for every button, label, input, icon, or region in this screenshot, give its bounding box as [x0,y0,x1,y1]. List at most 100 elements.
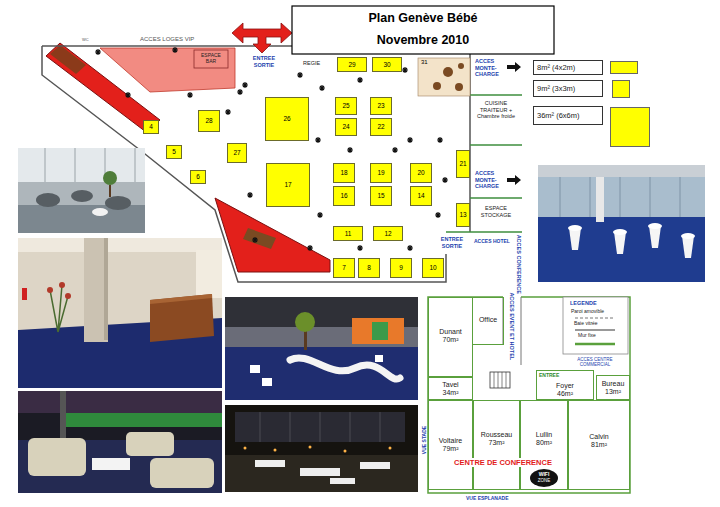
photo-night-lounge [344,450,347,453]
conference-room: Bureau 13m² [596,375,630,400]
stand-box: 6 [190,170,206,184]
photo-reception [65,293,71,299]
legend-text: 36m² (6x6m) [533,106,603,125]
node-text: Calvin 81m² [584,433,614,449]
stand-box: 14 [410,186,432,206]
photo-night-lounge [274,449,277,452]
photo-night-lounge [244,447,247,450]
plan-date: Novembre 2010 [292,33,554,48]
node-text: Bureau 13m² [598,380,628,396]
stand-box: 10 [422,258,444,278]
conference-room: Rousseau 73m² [473,400,520,490]
photo-event-hall [569,228,581,250]
stand-box: 20 [410,163,432,183]
node-text: 23 [377,102,384,109]
stand-box: 24 [335,118,357,136]
photo-night-lounge [309,446,312,449]
conference-plan [530,469,558,487]
photo-stadium-lounge [18,391,222,493]
light-fixture [442,177,448,183]
photo-stadium-lounge [92,458,130,470]
node-text: 18 [340,169,347,176]
node-text: Rousseau 73m² [479,431,515,447]
light-fixture [237,89,243,95]
photo-event-hall [596,177,604,222]
photo-night-lounge [235,412,405,442]
node-text: 14 [417,192,424,199]
node-text: Dunant 70m² [436,328,466,344]
photo-reception [84,238,108,342]
access-label: ACCES EVENT ET HOTEL [509,290,516,362]
photo-stadium-lounge [60,391,66,441]
floor-plan [46,43,160,132]
legend-line-sample [575,343,615,346]
area-label: REGIE [303,60,320,67]
photo-hall [375,355,383,362]
node-text: 31 [421,59,428,66]
light-fixture [392,147,398,153]
node-text: Tavel 34m² [436,381,466,397]
light-fixture [95,47,448,251]
node-text: 9 [399,264,403,271]
light-fixture [225,109,231,115]
light-fixture [297,72,303,78]
entrance-label: ENTREE SORTIE [244,55,284,68]
photo-event-hall [538,165,705,282]
photo-stadium-lounge [18,391,222,493]
access-label: ACCES CENTRE COMMERCIAL [572,357,618,368]
light-fixture [252,237,258,243]
light-fixture [407,137,413,143]
photo-hall [225,297,418,400]
stand-box: 17 [266,163,310,207]
photo-event-hall [682,236,694,258]
view-label: VUE STADE [421,415,427,465]
access-label: ACCES HOTEL [474,238,510,244]
conference-plan [428,297,630,493]
stand-box: 23 [370,97,392,115]
light-fixture [315,137,321,143]
node-text: 4 [149,123,153,130]
wifi-label: WIFI [532,471,556,477]
floor-plan [443,67,453,77]
stand-box: 4 [143,120,159,134]
photo-lounge [71,190,93,202]
photo-lounge [105,196,131,210]
node-text: 15 [377,192,384,199]
node-text: 5 [172,148,176,155]
light-fixture [437,137,443,143]
photo-night-lounge [389,447,392,450]
node-text: 10 [429,264,436,271]
light-fixture [407,245,413,251]
wifi-label: ZONE [532,478,556,483]
legend-heading: LEGENDE [570,300,597,307]
photo-reception [47,287,53,293]
node-text: 7 [342,264,346,271]
entrance-arrow [232,23,292,53]
legend-line-sample [575,318,615,319]
node-text: Lullin 80m² [529,431,559,447]
floor-plan [100,48,235,92]
photo-reception [104,238,108,340]
stand-box: 9 [390,258,412,278]
photo-reception [50,285,68,332]
floor-plan [243,228,276,249]
stand-box: 12 [373,226,403,241]
photo-reception [22,288,27,300]
node-text: 16 [340,192,347,199]
photo-stadium-lounge [18,391,222,413]
floor-plan [418,58,470,96]
node-text: 19 [377,169,384,176]
legend-swatch [610,107,650,147]
node-text: 8 [367,264,371,271]
photo-event-hall [613,229,627,235]
view-label: VUE ESPLANADE [466,495,509,501]
photo-reception [59,282,65,288]
photo-event-hall [560,177,680,217]
light-fixture [317,212,323,218]
photo-reception [18,238,222,388]
legend-text: Paroi amovible [571,308,604,314]
photo-hall [225,297,418,400]
photo-lounge [45,148,135,182]
